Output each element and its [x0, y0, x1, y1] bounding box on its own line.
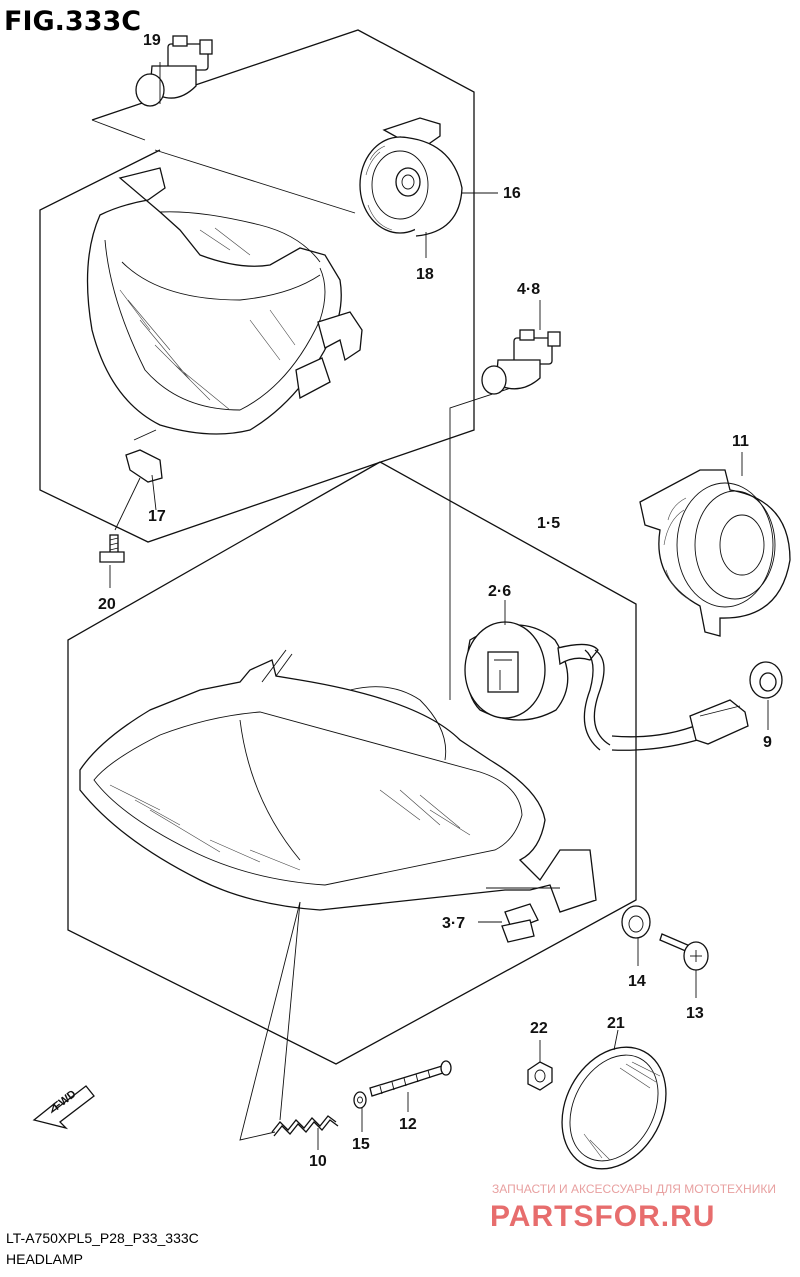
grommet-9-icon: [749, 661, 783, 730]
callout-17: 17: [148, 508, 166, 525]
callout-15: 15: [352, 1136, 370, 1153]
screw-12-icon: [369, 1060, 452, 1112]
callout-16: 16: [503, 185, 521, 202]
model-code: LT-A750XPL5_P28_P33_333C: [6, 1230, 199, 1246]
lower-assembly-box: [67, 461, 637, 1065]
screw-20-icon: [99, 477, 141, 588]
fwd-arrow-icon: FWD: [32, 1085, 95, 1130]
watermark-tagline: ЗАПЧАСТИ И АКСЕССУАРЫ ДЛЯ МОТОТЕХНИКИ: [492, 1182, 776, 1196]
rubber-cover-16-icon: [359, 117, 463, 237]
callout-20: 20: [98, 596, 116, 613]
callout-12: 12: [399, 1116, 417, 1133]
callout-21: 21: [607, 1015, 625, 1032]
leader-17-top: [133, 429, 157, 441]
washer-15-icon: [353, 1091, 367, 1132]
callout-4-8: 4·8: [517, 281, 540, 298]
bulb-4-8-icon: [481, 300, 561, 395]
callout-18: 18: [416, 266, 434, 283]
section-name: HEADLAMP: [6, 1251, 83, 1267]
callout-14: 14: [628, 973, 646, 990]
socket-harness-2-6-icon: [464, 600, 749, 751]
callout-13: 13: [686, 1005, 704, 1022]
callout-3-7: 3·7: [442, 915, 465, 932]
retaining-ring-11-icon: [639, 452, 791, 637]
callout-1-5: 1·5: [537, 515, 560, 532]
clip-3-7-icon: [478, 903, 539, 943]
upper-assembly-box: [39, 29, 475, 543]
watermark-brand: PARTSFOR.RU: [490, 1200, 715, 1233]
screw-13-icon: [659, 933, 709, 998]
figure-title: FIG.333C: [4, 6, 141, 37]
callout-22: 22: [530, 1020, 548, 1037]
callout-9: 9: [763, 734, 772, 751]
nut-22-icon: [527, 1040, 553, 1091]
bulb-19-icon: [135, 35, 213, 107]
callout-19: 19: [143, 32, 161, 49]
grommet-14-icon: [621, 905, 651, 966]
upper-headlamp-reflector-icon: [86, 149, 363, 511]
callout-11: 11: [732, 433, 749, 450]
callout-2-6: 2·6: [488, 583, 511, 600]
spring-10-icon: [239, 901, 339, 1150]
lower-headlamp-housing-icon: [79, 649, 597, 913]
callout-10: 10: [309, 1153, 327, 1170]
reflector-21-icon: [561, 1029, 667, 1170]
